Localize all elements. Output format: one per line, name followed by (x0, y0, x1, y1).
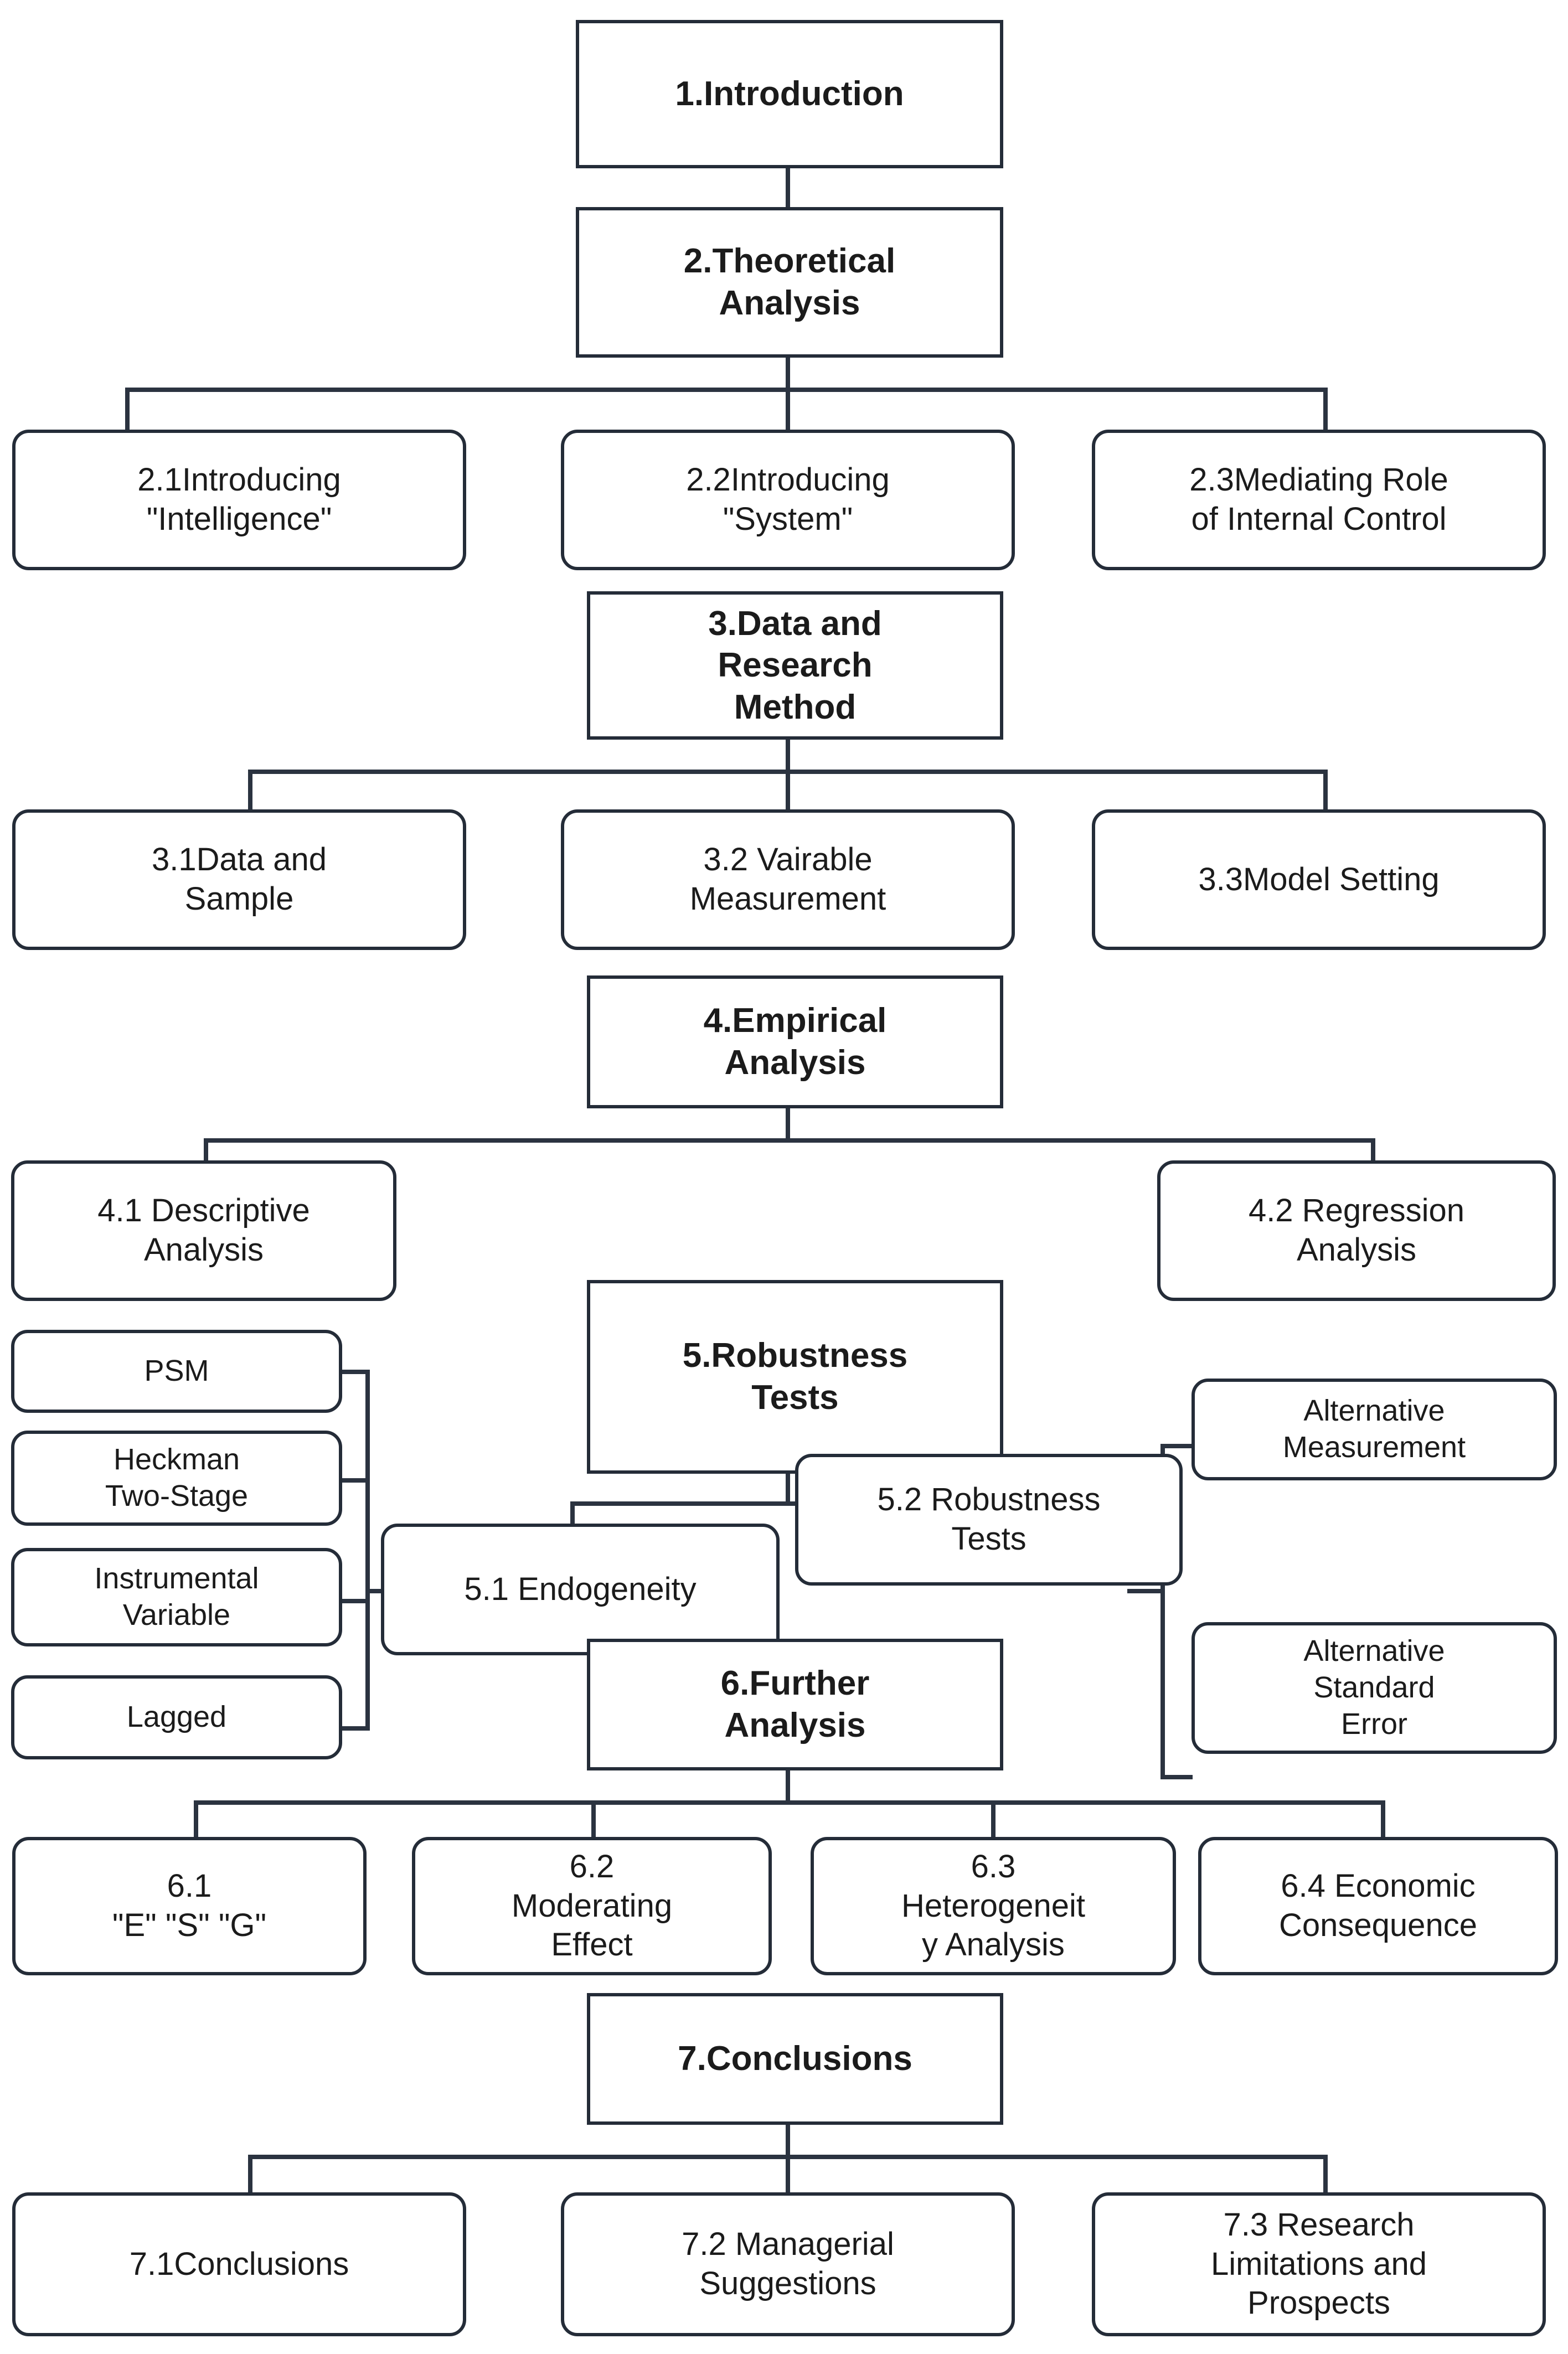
connector-robust-stem (786, 1473, 790, 1504)
connector-empirical-bus (204, 1138, 1375, 1143)
node-2-1-introducing-intelligence[interactable]: 2.1Introducing "Intelligence" (12, 430, 466, 570)
connector-further-drop-4 (1381, 1800, 1385, 1839)
node-4-empirical-analysis[interactable]: 4.Empirical Analysis (587, 975, 1003, 1108)
connector-theory-bus (125, 388, 1328, 392)
node-1-introduction[interactable]: 1.Introduction (576, 20, 1003, 168)
connector-theory-drop-3 (1323, 388, 1328, 431)
node-3-3-model-setting[interactable]: 3.3Model Setting (1092, 809, 1546, 950)
connector-robust-drop-left (570, 1501, 575, 1545)
connector-endogeneity-bus (365, 1370, 370, 1731)
connector-further-drop-1 (194, 1800, 198, 1839)
node-3-1-data-and-sample[interactable]: 3.1Data and Sample (12, 809, 466, 950)
node-6-further-analysis[interactable]: 6.Further Analysis (587, 1639, 1003, 1770)
node-5-robustness-tests[interactable]: 5.Robustness Tests (587, 1280, 1003, 1474)
node-5-1-endogeneity[interactable]: 5.1 Endogeneity (381, 1524, 780, 1655)
connector-method-drop-1 (248, 770, 252, 811)
connector-empirical-stem (786, 1107, 790, 1142)
connector-theory-stem (786, 355, 790, 391)
connector-conclusions-stem (786, 2124, 790, 2158)
node-7-conclusions[interactable]: 7.Conclusions (587, 1993, 1003, 2125)
node-6-2-moderating-effect[interactable]: 6.2 Moderating Effect (412, 1837, 772, 1975)
connector-iv-stub (339, 1599, 368, 1603)
node-instrumental-variable[interactable]: Instrumental Variable (11, 1548, 342, 1646)
node-4-1-descriptive-analysis[interactable]: 4.1 Descriptive Analysis (11, 1160, 396, 1301)
connector-theory-drop-2 (786, 388, 790, 431)
connector-conclusions-drop-3 (1323, 2155, 1328, 2193)
connector-method-stem (786, 739, 790, 773)
node-6-4-economic-consequence[interactable]: 6.4 Economic Consequence (1198, 1837, 1558, 1975)
node-3-2-vairable-measurement[interactable]: 3.2 Vairable Measurement (561, 809, 1015, 950)
node-lagged[interactable]: Lagged (11, 1675, 342, 1759)
connector-further-drop-2 (591, 1800, 596, 1839)
node-6-1-esg[interactable]: 6.1 "E" "S" "G" (12, 1837, 367, 1975)
node-2-2-introducing-system[interactable]: 2.2Introducing "System" (561, 430, 1015, 570)
connector-method-drop-2 (786, 770, 790, 811)
connector-further-drop-3 (991, 1800, 996, 1839)
connector-empirical-drop-1 (204, 1138, 208, 1161)
connector-robustness2-bus (1160, 1444, 1165, 1779)
node-2-theoretical-analysis[interactable]: 2.Theoretical Analysis (576, 207, 1003, 358)
node-3-data-and-research-method[interactable]: 3.Data and Research Method (587, 591, 1003, 740)
connector-altmeasure-stub (1160, 1444, 1193, 1448)
node-6-3-heterogeneity-analysis[interactable]: 6.3 Heterogeneit y Analysis (811, 1837, 1176, 1975)
connector-heckman-stub (339, 1478, 368, 1483)
connector-altstderr-stub (1160, 1775, 1193, 1779)
node-alternative-standard-error[interactable]: Alternative Standard Error (1192, 1622, 1557, 1754)
node-heckman-two-stage[interactable]: Heckman Two-Stage (11, 1431, 342, 1526)
connector-lagged-stub (339, 1726, 368, 1731)
connector-empirical-drop-2 (1371, 1138, 1375, 1161)
node-2-3-mediating-role-internal-control[interactable]: 2.3Mediating Role of Internal Control (1092, 430, 1546, 570)
connector-robustness2-stub-main (1127, 1589, 1162, 1593)
node-7-1-conclusions[interactable]: 7.1Conclusions (12, 2192, 466, 2336)
connector-conclusions-drop-1 (248, 2155, 252, 2193)
connector-further-bus (194, 1800, 1385, 1805)
connector-further-stem (786, 1769, 790, 1804)
node-psm[interactable]: PSM (11, 1330, 342, 1413)
connector-conclusions-drop-2 (786, 2155, 790, 2193)
node-4-2-regression-analysis[interactable]: 4.2 Regression Analysis (1157, 1160, 1556, 1301)
connector-psm-stub (339, 1370, 368, 1374)
connector-intro-to-theory (786, 166, 790, 208)
node-7-2-managerial-suggestions[interactable]: 7.2 Managerial Suggestions (561, 2192, 1015, 2336)
connector-robust-bus (570, 1501, 1013, 1506)
connector-theory-drop-1 (125, 388, 130, 431)
node-5-2-robustness-tests[interactable]: 5.2 Robustness Tests (795, 1454, 1183, 1586)
connector-method-drop-3 (1323, 770, 1328, 811)
node-alternative-measurement[interactable]: Alternative Measurement (1192, 1379, 1557, 1480)
node-7-3-research-limitations-prospects[interactable]: 7.3 Research Limitations and Prospects (1092, 2192, 1546, 2336)
